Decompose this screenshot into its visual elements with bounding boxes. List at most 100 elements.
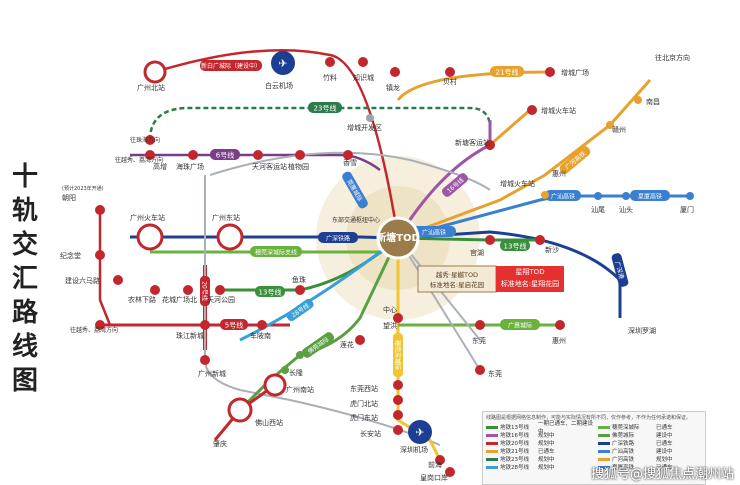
line-23 bbox=[148, 106, 492, 150]
line-left-chain bbox=[98, 205, 112, 326]
legend-cell: 地铁23号线 bbox=[486, 455, 538, 463]
callout-brand2: 星翔TOD bbox=[515, 268, 545, 276]
station-tianhe-coach: 天河客运站 bbox=[252, 162, 287, 171]
legend-text: 广深铁路 bbox=[612, 441, 635, 447]
plane-icon: ✈ bbox=[415, 426, 424, 439]
station-humen-north: 虎门北站 bbox=[350, 399, 378, 408]
legend-rows: 地铁13号线一期已通车、二期建设中穗莞深城际已通车地铁16号线规划中佛莞城际建设… bbox=[486, 421, 702, 471]
station-ganzhou: 赣州 bbox=[612, 125, 626, 134]
station-jianshe6: 建设六马路 bbox=[65, 276, 100, 285]
station-zengcheng-kaifa: 增城开发区 bbox=[347, 123, 382, 132]
plane-icon: ✈ bbox=[278, 57, 287, 70]
station-dot bbox=[200, 355, 210, 365]
station-dot bbox=[366, 114, 374, 122]
line-21b bbox=[489, 108, 531, 147]
legend-cell: 佛莞城际 bbox=[598, 431, 656, 439]
station-shanwei: 汕尾 bbox=[591, 205, 605, 214]
line-6 bbox=[130, 153, 381, 172]
legend-cell: 地铁28号线 bbox=[486, 463, 538, 471]
side-title-char: 轨 bbox=[11, 196, 38, 226]
station-chebei: 车陂南 bbox=[250, 331, 271, 340]
station-gz-east: 广州东站 bbox=[212, 213, 240, 222]
legend-text: 广汕高铁 bbox=[612, 449, 635, 455]
station-beixing: 贝村 bbox=[443, 77, 457, 86]
station-dongguan: 东莞 bbox=[472, 336, 486, 345]
legend-swatch bbox=[486, 433, 498, 437]
legend-swatch bbox=[486, 425, 498, 429]
rail-station-icon bbox=[227, 397, 253, 423]
station-zhenlong: 镇龙 bbox=[386, 83, 400, 92]
station-dot bbox=[295, 285, 305, 295]
station-xiangxue: 香雪 bbox=[343, 158, 357, 167]
station-baiyun-airport: 白云机场 bbox=[265, 81, 293, 90]
legend-cell: 建设中 bbox=[656, 431, 696, 439]
station-dot bbox=[200, 320, 210, 330]
station-jinian: 纪念堂 bbox=[60, 251, 81, 260]
station-labels: 广州北站 新白广城际（建设中） 白云机场 竹料 知识城 镇龙 贝村 增城广场 增… bbox=[60, 53, 694, 482]
line-to-beijing bbox=[397, 79, 652, 240]
label-l13b: 13号线 bbox=[259, 288, 282, 297]
legend-swatch bbox=[598, 441, 610, 445]
center-callout-left bbox=[417, 265, 497, 293]
label-l13a: 13号线 bbox=[504, 242, 527, 251]
rail-station-icon bbox=[143, 60, 167, 84]
label-guanhui: 广惠城际 bbox=[508, 322, 532, 330]
station-wanghong: 望洪 bbox=[383, 321, 397, 330]
station-dot bbox=[634, 96, 642, 104]
station-to-beijing: 往北京方向 bbox=[655, 53, 690, 62]
label-l23: 23号线 bbox=[314, 104, 337, 113]
legend-cell: 已通车 bbox=[656, 463, 696, 471]
legend-cell: 规划中 bbox=[538, 463, 598, 471]
station-dot bbox=[253, 150, 263, 160]
station-dot bbox=[281, 366, 289, 374]
legend-text: 已通车 bbox=[656, 441, 673, 447]
station-huizhou: 惠州 bbox=[552, 169, 566, 178]
line-grey-dg2 bbox=[397, 237, 481, 371]
station-huacheng: 花城广场北 bbox=[162, 295, 197, 304]
station-dot bbox=[393, 313, 403, 323]
station-dot bbox=[594, 192, 602, 200]
station-dot bbox=[95, 250, 105, 260]
station-dot bbox=[445, 467, 455, 477]
legend-text: 建设中 bbox=[656, 449, 673, 455]
station-dot bbox=[188, 150, 198, 160]
label-gzdg-group: 穗莞深城际 bbox=[393, 333, 403, 377]
station-gaozeng: 高增 bbox=[153, 162, 167, 171]
legend-cell: 一期已通车、二期建设中 bbox=[538, 419, 598, 435]
legend-cell: 已通车 bbox=[656, 439, 696, 447]
legend-cell: 已通车 bbox=[538, 447, 598, 455]
legend-text: 规划中 bbox=[538, 457, 555, 463]
station-dot bbox=[390, 67, 400, 77]
station-yuzhu: 鱼珠 bbox=[292, 275, 306, 284]
legend-text: 已通车 bbox=[656, 465, 673, 471]
legend-swatch bbox=[598, 457, 610, 461]
station-zhuliao: 竹料 bbox=[323, 73, 337, 82]
legend-row: 地铁23号线规划中广河高铁规划中 bbox=[486, 455, 702, 463]
legend: 线路图是根据网络信息制作，可能与实际情况有所不同，仅作参考，不作为任何承诺和保证… bbox=[482, 411, 706, 485]
station-xiamen: 厦门 bbox=[680, 205, 694, 214]
legend-cell: 地铁16号线 bbox=[486, 431, 538, 439]
legend-text: 已通车 bbox=[538, 449, 555, 455]
legend-row: 地铁13号线一期已通车、二期建设中穗莞深城际已通车 bbox=[486, 421, 702, 435]
side-title-char: 汇 bbox=[11, 264, 38, 294]
label-l20-group: 20号线 bbox=[200, 276, 210, 306]
station-tianhe-park: 天河公园 bbox=[207, 296, 235, 304]
station-dot bbox=[183, 285, 193, 295]
legend-text: 规划中 bbox=[656, 457, 673, 463]
legend-cell: 广深铁路 bbox=[598, 439, 656, 447]
legend-cell: 规划中 bbox=[656, 455, 696, 463]
legend-cell: 广河高铁 bbox=[598, 455, 656, 463]
side-title-char: 线 bbox=[11, 332, 38, 362]
station-dot bbox=[95, 320, 105, 330]
station-to-conghua: 往越秀、荔湾方向 bbox=[115, 156, 163, 164]
legend-cell: 建设中 bbox=[656, 447, 696, 455]
legend-cell: 规划中 bbox=[538, 431, 598, 439]
station-to-yuexiu: 往越秀、荔湾方向 bbox=[70, 326, 118, 334]
line-grey-loop bbox=[209, 151, 491, 191]
legend-cell: 地铁13号线 bbox=[486, 423, 538, 431]
tod-hub[interactable] bbox=[376, 216, 420, 260]
label-guangshan: 广汕高铁 bbox=[422, 229, 446, 237]
legend-text: 一期已通车、二期建设中 bbox=[538, 421, 594, 435]
legend-cell: 地铁20号线 bbox=[486, 439, 538, 447]
